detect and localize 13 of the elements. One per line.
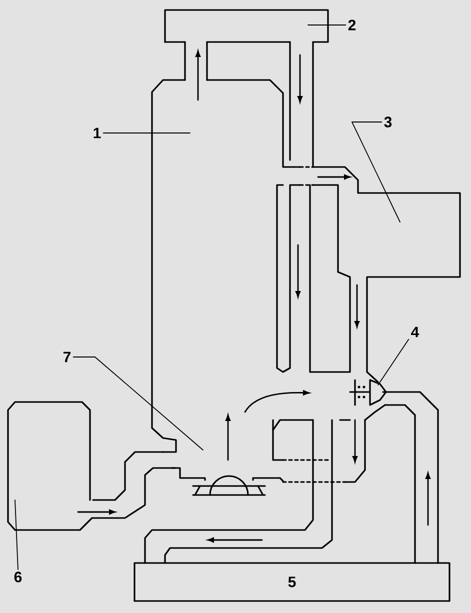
callout-number: 2 xyxy=(348,20,356,30)
callout-number: 3 xyxy=(384,116,392,128)
leader-line xyxy=(308,24,346,26)
callout-number: 1 xyxy=(94,128,101,138)
leader-line xyxy=(72,356,204,450)
leader-line xyxy=(14,500,18,570)
leader-line xyxy=(352,122,400,222)
callout-number: 6 xyxy=(14,572,22,582)
callout-number: 4 xyxy=(411,326,420,338)
leader-line xyxy=(378,338,410,386)
leader-line xyxy=(102,132,190,134)
callout-number: 7 xyxy=(63,352,70,362)
radiator-bottom-tank: 5 xyxy=(134,562,450,602)
